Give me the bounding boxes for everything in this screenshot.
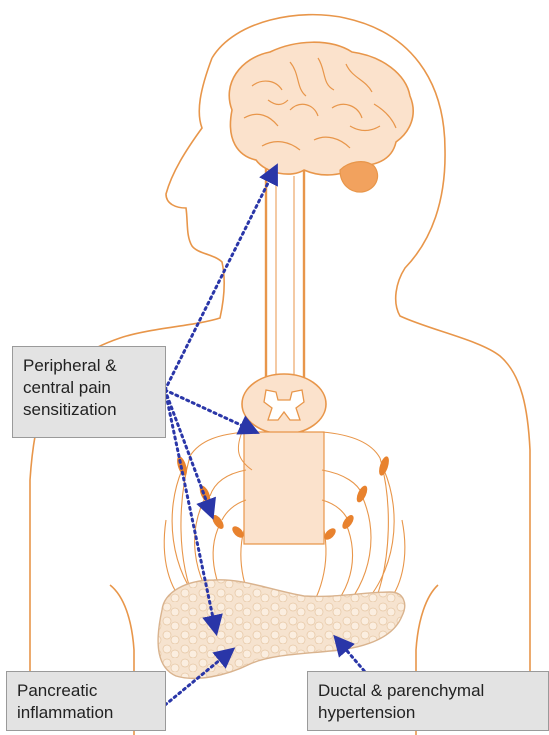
trunk-column <box>238 432 324 544</box>
pancreas <box>158 580 405 679</box>
sensitization-line-2: central pain <box>23 377 155 399</box>
brain <box>229 42 413 192</box>
sensitization-line-3: sensitization <box>23 399 155 421</box>
sensitization-line-1: Peripheral & <box>23 355 155 377</box>
inflammation-line-1: Pancreatic <box>17 680 155 702</box>
sensitization-label-box: Peripheral & central pain sensitization <box>12 346 166 438</box>
hypertension-line-2: hypertension <box>318 702 538 724</box>
spinal-cord-cross-section <box>242 374 326 434</box>
spinal-cord <box>266 168 304 394</box>
hypertension-label-box: Ductal & parenchymal hypertension <box>307 671 549 731</box>
inflammation-label-box: Pancreatic inflammation <box>6 671 166 731</box>
hypertension-line-1: Ductal & parenchymal <box>318 680 538 702</box>
inflammation-line-2: inflammation <box>17 702 155 724</box>
